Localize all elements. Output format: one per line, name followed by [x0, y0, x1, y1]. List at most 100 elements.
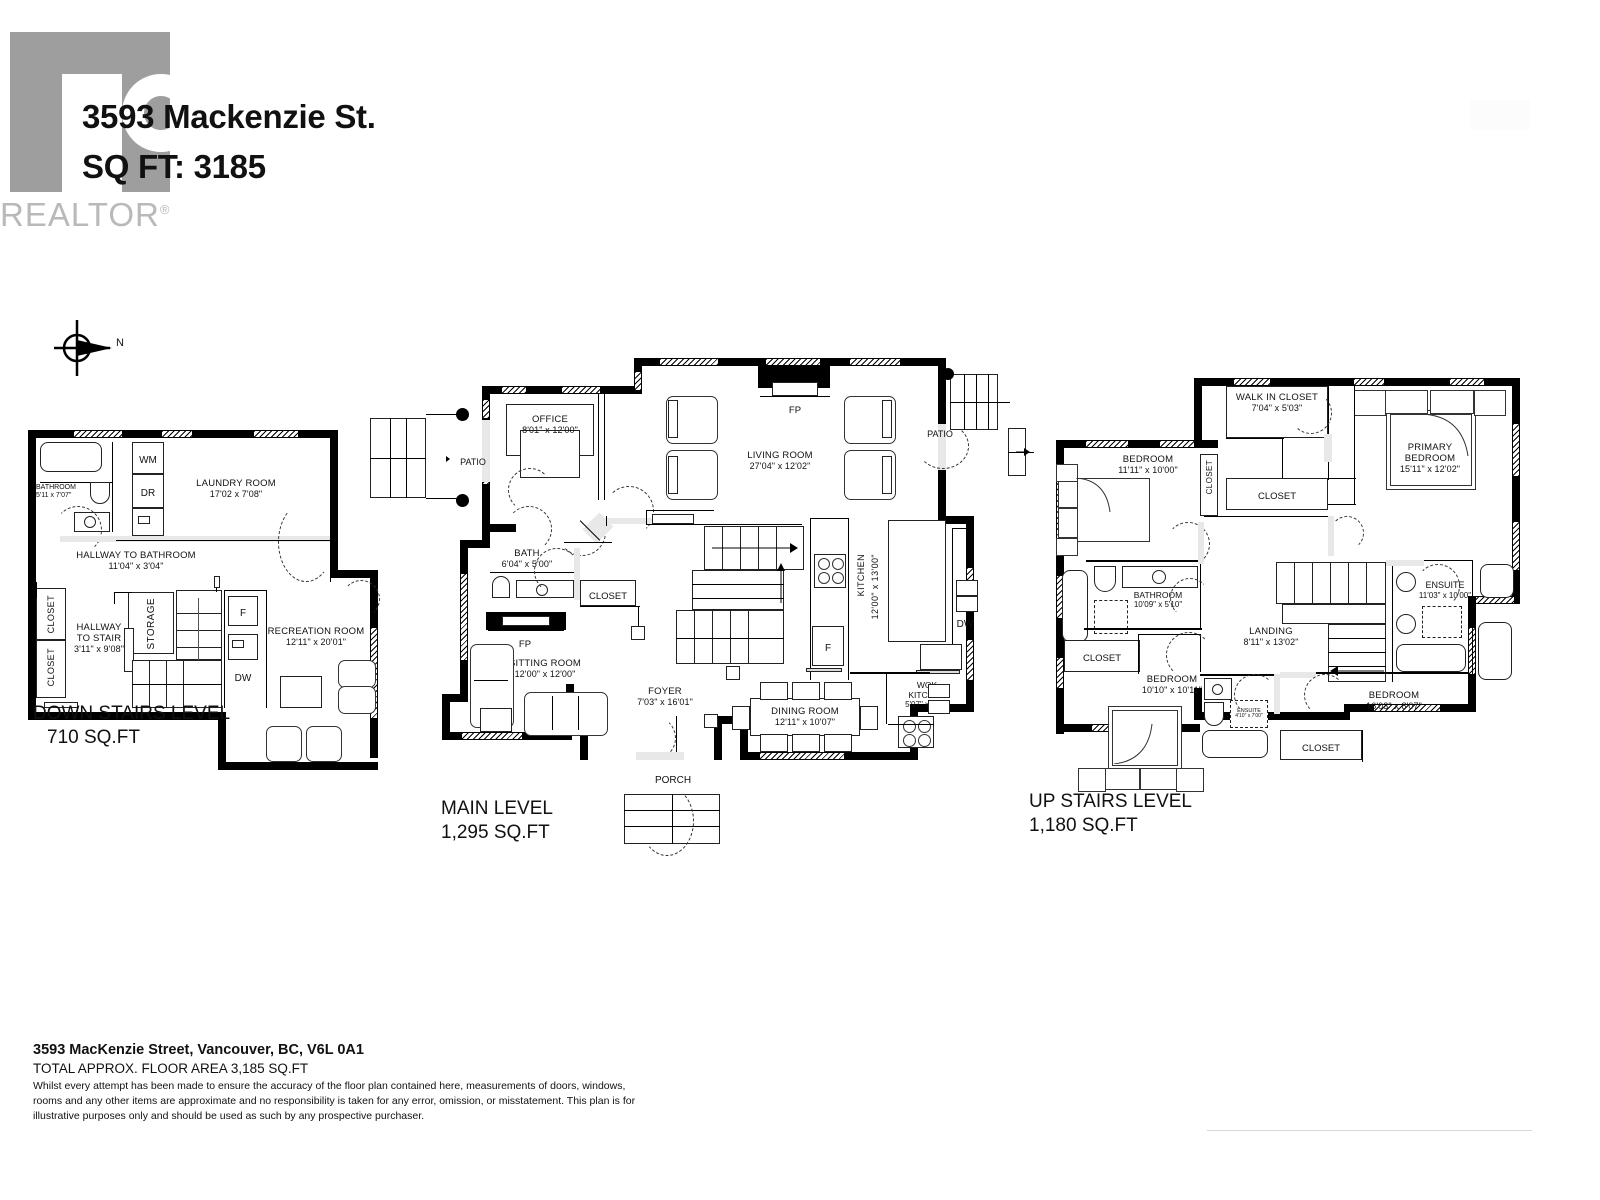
- room-dim: 11'11" x 10'00": [1118, 465, 1178, 476]
- room-name: BATHROOM: [1133, 590, 1183, 600]
- coffee-table-icon: [280, 676, 322, 708]
- room-label-hallway-stair: HALLWAY TO STAIR 3'11" x 9'08": [64, 622, 134, 655]
- room-name: ENSUITE: [1237, 708, 1261, 714]
- appliance-dishwasher-label-main: DW: [956, 619, 974, 630]
- registered-mark: ®: [159, 202, 171, 217]
- closet-label-vertical: CLOSET: [1205, 460, 1214, 495]
- room-name: FOYER: [648, 686, 682, 697]
- kitchen-island-icon: [888, 520, 946, 642]
- room-label-recreation: RECREATION ROOM 12'11" x 20'01": [256, 626, 376, 648]
- sink-icon: [956, 596, 978, 612]
- sink-icon: [1396, 572, 1416, 592]
- room-dim-kitchen: 12'00" x 13'00": [870, 554, 880, 620]
- page-title: 3593 Mackenzie St.: [82, 98, 376, 135]
- sink-icon: [956, 580, 978, 596]
- room-name: BATHROOM: [36, 484, 76, 491]
- room-name: LANDING: [1249, 626, 1293, 637]
- room-dim: 6'04" x 5'00": [501, 559, 553, 570]
- room-label-kitchen: KITCHEN: [856, 554, 866, 596]
- dining-chair-icon: [792, 682, 820, 700]
- closet-label-main: CLOSET: [588, 591, 627, 602]
- room-name: DINING ROOM: [771, 706, 839, 717]
- room-label-ensuite-primary: ENSUITE 11'03" x 10'00": [1402, 580, 1488, 600]
- room-name-2: KITCHEN: [908, 690, 946, 701]
- shower-icon: [1230, 700, 1268, 728]
- room-dim: 5'07" x 5'04": [905, 700, 949, 710]
- nightstand-icon: [1056, 464, 1078, 482]
- room-label-bathroom-up: BATHROOM 10'09" x 5'10": [1118, 590, 1198, 609]
- footer-address: 3593 MacKenzie Street, Vancouver, BC, V6…: [33, 1042, 364, 1058]
- room-name: PRIMARY: [1407, 442, 1453, 453]
- floorplan-main-level: PATIO OFFICE 8'01" x 12'00" BATH 6'04" x…: [370, 358, 1010, 856]
- patio-label-west: PATIO: [460, 457, 486, 467]
- dining-chair-icon: [860, 706, 878, 730]
- porch-label: PORCH: [654, 775, 692, 786]
- toilet-icon: [90, 482, 110, 504]
- sofa-icon: [338, 660, 376, 688]
- footer-disclaimer: Whilst every attempt has been made to en…: [33, 1080, 636, 1123]
- room-label-foyer: FOYER 7'03" x 16'01": [610, 686, 720, 708]
- toilet-icon: [1480, 564, 1514, 598]
- room-name: BATH: [514, 548, 540, 559]
- toilet-icon: [492, 576, 510, 598]
- pillow-icon: [1430, 390, 1474, 414]
- sink-icon: [1396, 614, 1416, 634]
- sink-icon: [84, 516, 96, 528]
- room-dim: 12'11" x 10'07": [774, 717, 836, 728]
- footer-divider: [1207, 1130, 1532, 1131]
- level-name-down: DOWN STAIRS LEVEL: [33, 703, 231, 724]
- toilet-icon: [1094, 566, 1116, 592]
- appliance-washer-label: WM: [139, 455, 157, 466]
- room-name: ENSUITE: [1425, 580, 1465, 590]
- realtor-logo-bowl: [122, 74, 200, 152]
- realtor-wordmark: REALTOR®: [0, 196, 200, 234]
- room-name: WALK IN CLOSET: [1235, 392, 1319, 403]
- room-name: LAUNDRY ROOM: [196, 478, 276, 489]
- room-dim: 10'10" x 10'11": [1141, 685, 1203, 696]
- sofa-icon: [524, 692, 608, 736]
- appliance-fridge-label: F: [239, 608, 247, 619]
- fireplace-label-sitting: FP: [518, 639, 532, 650]
- room-label-bedroom-2: BEDROOM 10'10" x 10'11": [1112, 674, 1232, 696]
- room-dim: 10'09" x 5'10": [1133, 600, 1183, 610]
- nightstand-icon: [1474, 390, 1506, 416]
- bathtub-icon: [1202, 730, 1268, 758]
- room-name: BEDROOM: [1146, 674, 1198, 685]
- room-label-office: OFFICE 8'01" x 12'00": [506, 414, 594, 436]
- room-label-wok-kitchen: WOK KITCHEN 5'07" x 5'04": [892, 680, 962, 709]
- page-subtitle-sqft: SQ FT: 3185: [82, 148, 266, 185]
- room-label-bathroom: BATHROOM 5'11 x 7'07": [36, 484, 76, 501]
- room-name: BEDROOM: [1368, 690, 1420, 701]
- room-label-bath: BATH 6'04" x 5'00": [490, 548, 564, 570]
- sink-icon: [928, 684, 950, 698]
- room-name: KITCHEN: [856, 554, 866, 597]
- closet-label-c: CLOSET: [1301, 743, 1340, 754]
- fireplace-label-living: FP: [788, 405, 802, 416]
- room-name: OFFICE: [531, 414, 569, 425]
- closet-label-a: CLOSET: [1257, 491, 1296, 502]
- room-label-laundry: LAUNDRY ROOM 17'02 x 7'08": [146, 478, 326, 500]
- room-label-dining: DINING ROOM 12'11" x 10'07": [750, 706, 860, 728]
- footer-total-area: TOTAL APPROX. FLOOR AREA 3,185 SQ.FT: [33, 1061, 309, 1076]
- room-name: RECREATION ROOM: [267, 626, 365, 637]
- room-dim: 8'01" x 12'00": [522, 425, 578, 436]
- watermark: [1470, 100, 1530, 130]
- floorplan-down-stairs-level: BATHROOM 5'11 x 7'07" WM DR LAUNDRY ROOM…: [28, 430, 388, 790]
- room-dim: 7'04" x 5'03": [1251, 403, 1303, 414]
- appliance-dryer-label: DR: [140, 488, 156, 499]
- bathtub-icon: [1396, 644, 1466, 672]
- room-label-living: LIVING ROOM 27'04" x 12'02": [720, 450, 840, 472]
- room-dim: 7'03" x 16'01": [637, 697, 693, 708]
- room-label-bedroom-1: BEDROOM 11'11" x 10'00": [1088, 454, 1208, 476]
- sink-icon: [1152, 570, 1166, 584]
- floorplan-up-stairs-level: BEDROOM 11'11" x 10'00" CLOSET WALK IN C…: [1008, 378, 1538, 798]
- realtor-logo-bar: [62, 74, 122, 219]
- sink-icon: [1212, 684, 1223, 695]
- dining-chair-icon: [760, 734, 788, 752]
- pillow-icon: [1058, 478, 1078, 508]
- realtor-logo: [10, 32, 200, 219]
- sofa-icon: [338, 686, 376, 714]
- dining-chair-icon: [760, 682, 788, 700]
- room-dim: 8'11" x 13'02": [1243, 637, 1299, 648]
- realtor-wordmark-text: REALTOR: [0, 196, 160, 233]
